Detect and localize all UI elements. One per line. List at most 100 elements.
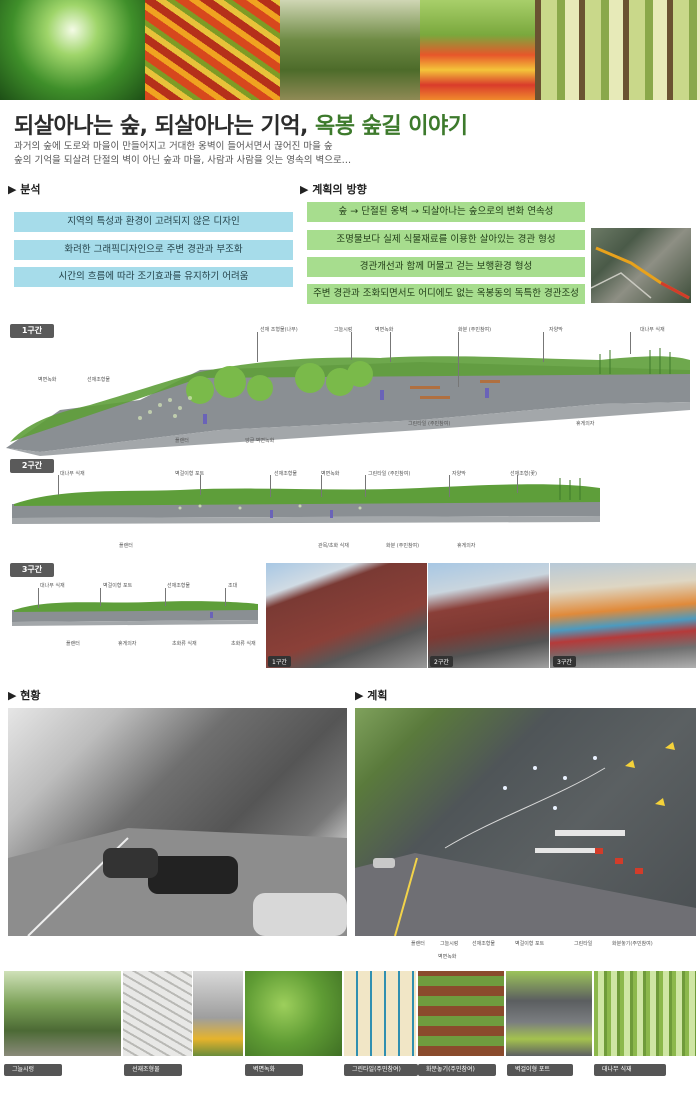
leader-line [58,475,59,495]
analysis-heading: ▶ 분석 [8,183,41,196]
tulip-field-child-photo [420,0,535,100]
analysis-item: 화려한 그래픽디자인으로 주변 경관과 부조화 [14,240,293,260]
leader-line [630,332,631,354]
plan-label: 그린타일 [574,941,593,947]
zone2-tag: 2구간 [10,459,54,473]
zone3-label: 대나무 식재 [40,583,65,589]
leader-line [38,588,39,608]
zone3-label: 초화류 식재 [172,641,197,647]
leader-line [225,588,226,606]
zone1-label: 대나무 식재 [640,327,665,333]
zone2-label: 휴게의자 [457,543,476,549]
current-wall-photo [8,708,347,937]
woman-in-forest-photo [280,0,420,100]
zone3-label: 벽걸이형 포트 [103,583,133,589]
forest-canopy-photo [0,0,145,100]
page-title: 되살아나는 숲, 되살아나는 기억, 옥봉 숲길 이야기 [14,108,468,140]
wall-pot-photo [506,971,592,1056]
leader-line [100,588,101,606]
route-map-icon [590,246,690,300]
zone1-label: 자양막 [549,327,563,333]
direction-heading: ▶ 계획의 방향 [300,183,367,196]
direction-item: 숲 → 단절된 옹벽 → 되살아나는 숲으로의 변화 연속성 [307,202,585,222]
wire-sculpture-photo [123,971,192,1056]
zone1-elevation-drawing [6,348,690,456]
plan-heading: ▶ 계획 [355,689,388,702]
analysis-item: 지역의 특성과 환경이 고려되지 않은 디자인 [14,212,293,232]
green-tile-photo [344,971,416,1056]
forest-path-couple-photo [535,0,700,100]
zone3-photo-tag: 3구간 [553,656,576,667]
zone1-label: 벽면녹화 [375,327,394,333]
direction-item: 조명물보다 실제 식물재료를 이용한 살아있는 경관 형성 [307,230,585,250]
zone1-label: 화분 (주민참여) [458,327,492,333]
plan-label: 벽걸이형 포트 [515,941,545,947]
leader-line [321,475,322,497]
leader-line [390,332,391,362]
zone2-label: 관목/초화 식재 [318,543,349,549]
flowerpot-photo [418,971,504,1056]
leader-line [270,475,271,497]
site-map-image [590,228,691,303]
plan-render-scene [355,742,696,937]
zone3-label: 플랜터 [66,641,80,647]
leader-line [517,475,518,493]
leader-line [351,332,352,360]
zone2-site-photo [428,563,549,668]
zone3-tag: 3구간 [10,563,54,577]
gallery-caption: 그린타일(주민참여) [344,1064,418,1076]
zone1-label: 벽면녹화 [38,377,57,383]
current-street-scene [8,828,347,937]
title-main: 되살아나는 숲, 되살아나는 기억, [14,114,315,139]
intro-text: 과거의 숲에 도로와 마을이 만들어지고 거대한 옹벽이 들어서면서 끊어진 마… [14,140,351,167]
analysis-item: 시간의 흐름에 따라 조기효과를 유지하기 어려움 [14,267,293,287]
plan-render-image [355,708,696,937]
zone2-label: 그린타일 (주민참여) [368,471,411,477]
title-highlight: 옥봉 숲길 이야기 [314,114,468,139]
plan-label: 선재조형물 [472,941,496,947]
zone3-label: 초화류 식재 [231,641,256,647]
leader-line [257,332,258,362]
gallery-caption: 선재조형물 [124,1064,182,1076]
zone1-label: 플랜터 [175,438,189,444]
intro-line: 숲의 기억을 되살려 단절의 벽이 아닌 숲과 마을, 사람과 사람을 잇는 영… [14,154,352,166]
zone2-label: 자양막 [452,471,466,477]
zone2-label: 플랜터 [119,543,133,549]
leader-line [200,475,201,495]
zone3-site-photo [550,563,696,668]
intro-line: 과거의 숲에 도로와 마을이 만들어지고 거대한 옹벽이 들어서면서 끊어진 마… [14,141,333,152]
direction-item: 주변 경관과 조화되면서도 어디에도 없는 옥봉동의 독특한 경관조성 [307,284,585,304]
current-heading: ▶ 현황 [8,689,41,702]
metal-flower-photo [193,971,243,1056]
zone3-label: 휴게의자 [118,641,137,647]
plan-label: 그늘시렁 [440,941,459,947]
zone2-label: 대나무 식재 [60,471,85,477]
gallery-caption: 대나무 식재 [594,1064,666,1076]
zone1-label: 그늘시렁 [334,327,353,333]
zone2-photo-tag: 2구간 [430,656,453,667]
zone1-photo-tag: 1구간 [268,656,291,667]
zone1-label: 휴게의자 [576,421,595,427]
zone1-tag: 1구간 [10,324,54,338]
zone1-label: 선재조형물 [87,377,111,383]
zone2-label: 벽걸이형 포트 [175,471,205,477]
zone1-label: 선재 조형물(나무) [260,327,298,333]
zone1-site-photo [266,563,427,668]
zone2-label: 벽면녹화 [321,471,340,477]
zone3-elevation-drawing [12,601,258,626]
zone3-label: 선재조형물 [167,583,191,589]
zone2-elevation-drawing [12,478,600,524]
leader-line [543,332,544,362]
plan-label: 화분놓기(주민참여) [612,941,653,947]
leader-line [165,588,166,606]
zone1-label: 그린타일 (주민참여) [408,421,451,427]
zone2-label: 선재조형(꽃) [510,471,537,477]
leader-line [365,475,366,497]
gallery-caption: 화분놓기(주민참여) [418,1064,496,1076]
gallery-caption: 벽면녹화 [245,1064,303,1076]
plan-label: 플랜터 [411,941,425,947]
leader-line [449,475,450,497]
header-photo-strip [0,0,700,100]
gallery-caption: 벽걸이형 포트 [507,1064,573,1076]
autumn-leaves-photo [145,0,280,100]
